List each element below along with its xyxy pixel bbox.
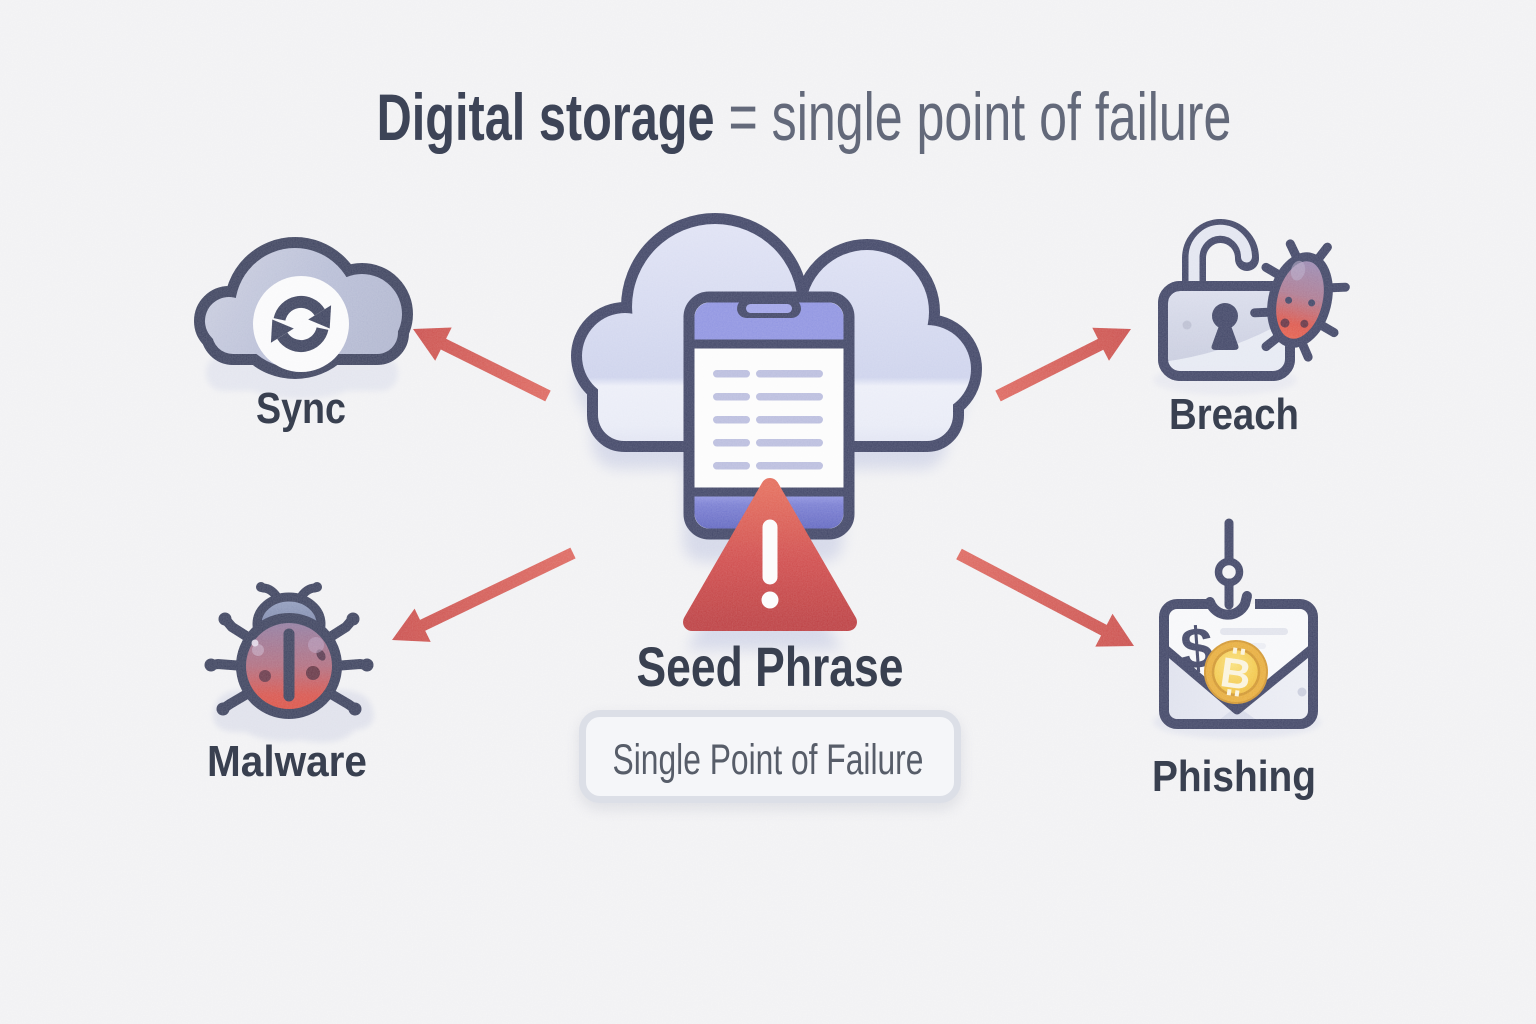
arrow-to-breach <box>995 327 1131 402</box>
label-breach: Breach <box>1169 390 1299 439</box>
single-point-of-failure-box <box>579 710 961 803</box>
phishing-icon: $ B <box>1153 518 1321 739</box>
label-phishing: Phishing <box>1151 752 1317 801</box>
label-malware: Malware <box>207 737 367 786</box>
sync-icon <box>194 237 413 399</box>
title-rest: = single point of failure <box>714 79 1232 155</box>
sync-badge-circle <box>253 276 349 372</box>
arrow-to-malware <box>392 547 576 642</box>
page-title: Digital storage = single point of failur… <box>377 83 1232 151</box>
title-bold: Digital storage <box>376 80 715 154</box>
arrow-to-sync <box>413 327 551 402</box>
label-sync: Sync <box>255 384 347 433</box>
arrow-to-phishing <box>956 548 1134 647</box>
label-seed-phrase: Seed Phrase <box>636 635 904 698</box>
breach-icon <box>1153 219 1350 395</box>
malware-icon <box>204 582 374 743</box>
pill-text: Single Point of Failure <box>612 736 924 784</box>
hook-icon <box>1205 518 1252 620</box>
